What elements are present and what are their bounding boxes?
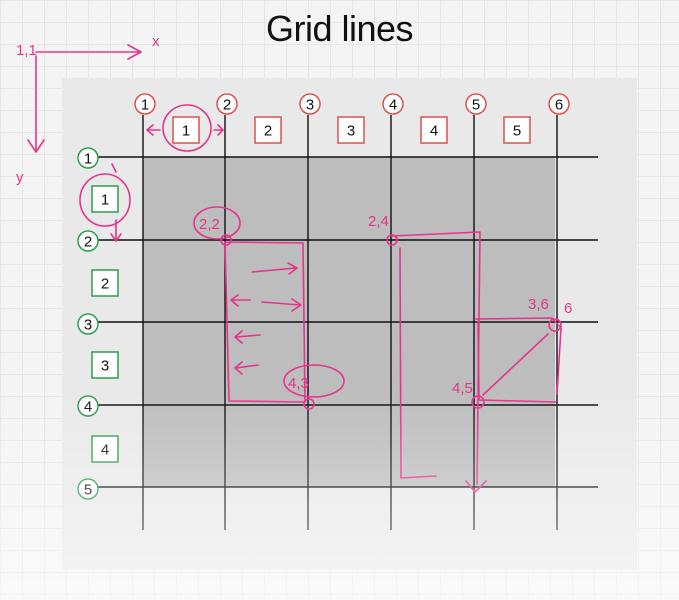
item-b-start-point (386, 234, 398, 246)
row-track-marker: 3 (91, 351, 119, 379)
y-axis-arrow (27, 55, 45, 153)
svg-text:3: 3 (347, 123, 355, 140)
svg-text:2: 2 (101, 276, 109, 293)
column-track-marker: 2 (254, 116, 282, 144)
row-track-1-highlight (79, 173, 131, 227)
svg-text:1: 1 (84, 151, 92, 168)
x-axis-label: x (152, 33, 160, 50)
row-track-marker: 1 (91, 185, 119, 213)
axis-sketch: 1,1 x y (16, 33, 160, 186)
item-a-start-label: 2,2 (199, 216, 220, 233)
item-c-start-label: 3,6 (528, 296, 549, 313)
item-b-start-label: 2,4 (368, 213, 389, 230)
column-track-marker: 3 (337, 116, 365, 144)
svg-text:4: 4 (430, 123, 438, 140)
page-title: Grid lines (265, 8, 414, 49)
svg-text:4: 4 (389, 97, 397, 114)
svg-text:5: 5 (513, 123, 521, 140)
y-axis-label: y (16, 169, 24, 186)
column-track-markers: 1 2 3 4 5 (172, 116, 531, 144)
column-line-marker: 6 (548, 93, 570, 115)
column-track-1-arrows (146, 124, 224, 136)
svg-text:2: 2 (84, 234, 92, 251)
column-line-marker: 5 (465, 93, 487, 115)
svg-text:5: 5 (472, 97, 480, 114)
column-line-6-ink-label: 6 (564, 300, 572, 317)
svg-text:1: 1 (141, 97, 149, 114)
column-track-1-highlight (162, 104, 212, 152)
item-c-start-point (548, 318, 562, 332)
column-line-markers: 1 2 3 4 5 6 (134, 93, 570, 115)
column-track-marker: 1 (172, 116, 200, 144)
svg-text:1: 1 (101, 192, 109, 209)
svg-text:3: 3 (101, 358, 109, 375)
item-a-start-point (220, 234, 232, 246)
column-track-marker: 5 (503, 116, 531, 144)
svg-text:3: 3 (306, 97, 314, 114)
row-line-marker: 1 (77, 147, 99, 169)
row-track-1-arrows (110, 163, 122, 242)
item-a-start-highlight (193, 206, 241, 240)
row-track-marker: 2 (91, 269, 119, 297)
svg-text:2: 2 (264, 123, 272, 140)
column-track-marker: 4 (420, 116, 448, 144)
svg-text:3: 3 (84, 317, 92, 334)
axis-origin-label: 1,1 (16, 42, 37, 59)
bottom-fade (0, 390, 679, 600)
item-a-arrows (230, 262, 302, 375)
column-line-marker: 4 (382, 93, 404, 115)
row-line-marker: 2 (77, 230, 99, 252)
svg-text:1: 1 (182, 123, 190, 140)
svg-text:6: 6 (555, 97, 563, 114)
x-axis-arrow (35, 44, 142, 60)
column-line-marker: 1 (134, 93, 156, 115)
column-line-marker: 2 (216, 93, 238, 115)
row-line-marker: 3 (77, 313, 99, 335)
svg-text:2: 2 (223, 97, 231, 114)
item-a-end-label: 4,3 (288, 375, 309, 392)
column-line-marker: 3 (299, 93, 321, 115)
